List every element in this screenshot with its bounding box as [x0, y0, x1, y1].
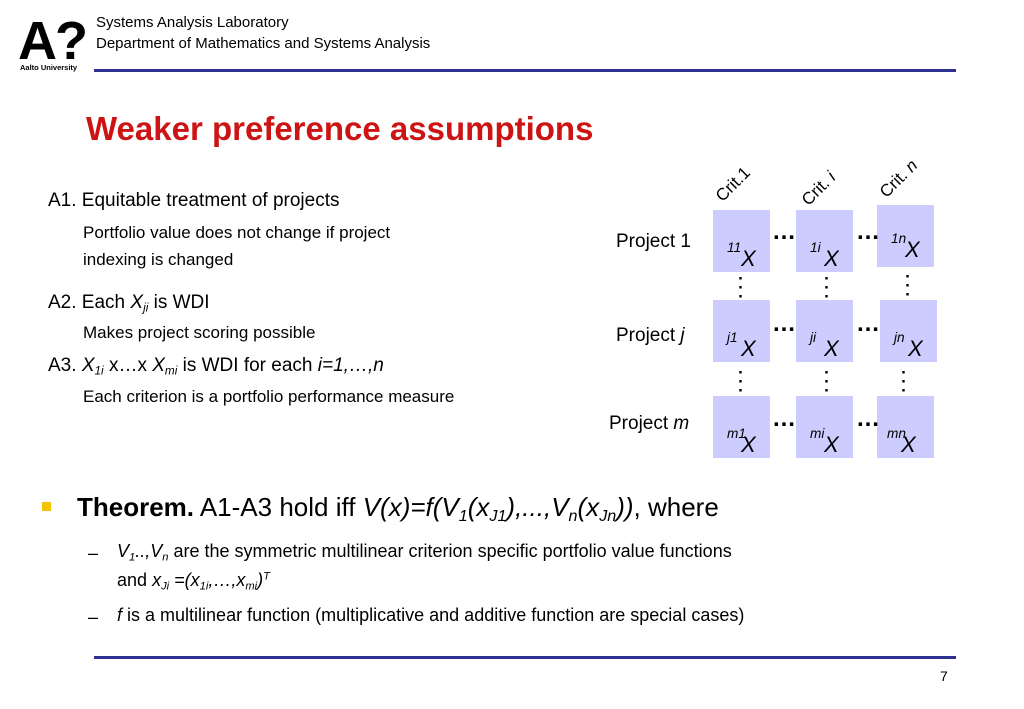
- vertical-ellipsis: ···: [824, 269, 830, 306]
- aalto-logo-mark: A?: [18, 11, 88, 71]
- horizontal-ellipsis: …: [772, 218, 796, 245]
- theorem-bullet-1-line1: V1..,Vn are the symmetric multilinear cr…: [117, 541, 732, 564]
- bullet-dash: –: [88, 607, 99, 627]
- slide-title: Weaker preference assumptions: [86, 110, 594, 147]
- horizontal-ellipsis: …: [772, 405, 796, 432]
- page-number: 7: [940, 668, 948, 684]
- vertical-ellipsis: ···: [824, 363, 830, 400]
- header-divider: [94, 69, 956, 72]
- vertical-ellipsis: ···: [738, 269, 744, 306]
- criterion-header-i: Crit. i: [797, 167, 840, 210]
- bullet-square-icon: [42, 502, 51, 511]
- assumption-a2-desc: Makes project scoring possible: [83, 323, 316, 342]
- horizontal-ellipsis: …: [856, 218, 880, 245]
- bullet-dash: –: [88, 543, 99, 563]
- horizontal-ellipsis: …: [856, 310, 880, 337]
- assumption-a1-desc-line1: Portfolio value does not change if proje…: [83, 223, 391, 242]
- horizontal-ellipsis: …: [772, 310, 796, 337]
- theorem-bullet-2: f is a multilinear function (multiplicat…: [117, 605, 745, 625]
- aalto-logo-subtitle: Aalto University: [20, 63, 78, 72]
- vertical-ellipsis: ···: [738, 363, 744, 400]
- assumption-a1-title: A1. Equitable treatment of projects: [48, 190, 340, 211]
- row-label-project-1: Project 1: [616, 231, 691, 252]
- vertical-ellipsis: ···: [905, 267, 911, 304]
- criterion-header-n: Crit. n: [875, 155, 922, 202]
- horizontal-ellipsis: …: [856, 405, 880, 432]
- assumption-a3-title: A3. X1i x…x Xmi is WDI for each i=1,…,n: [48, 355, 384, 378]
- department-name: Department of Mathematics and Systems An…: [96, 35, 431, 52]
- vertical-ellipsis: ···: [901, 363, 907, 400]
- row-label-project-j: Project j: [616, 325, 685, 346]
- row-label-project-m: Project m: [609, 413, 690, 434]
- lab-name: Systems Analysis Laboratory: [96, 14, 289, 31]
- criterion-header-1: Crit.1: [711, 163, 755, 206]
- theorem-statement: Theorem. A1-A3 hold iff V(x)=f(V1(xJ1),.…: [77, 492, 719, 525]
- footer-divider: [94, 656, 956, 659]
- theorem-formula: V(x)=f(V1(xJ1),...,Vn(xJn)): [362, 492, 634, 525]
- assumption-a1-desc-line2: indexing is changed: [83, 250, 234, 269]
- assumption-a2-title: A2. Each Xji is WDI: [48, 292, 210, 315]
- theorem-bullet-1-line2: and xJi =(x1i,…,xmi)T: [117, 570, 270, 593]
- assumption-a3-desc: Each criterion is a portfolio performanc…: [83, 387, 455, 406]
